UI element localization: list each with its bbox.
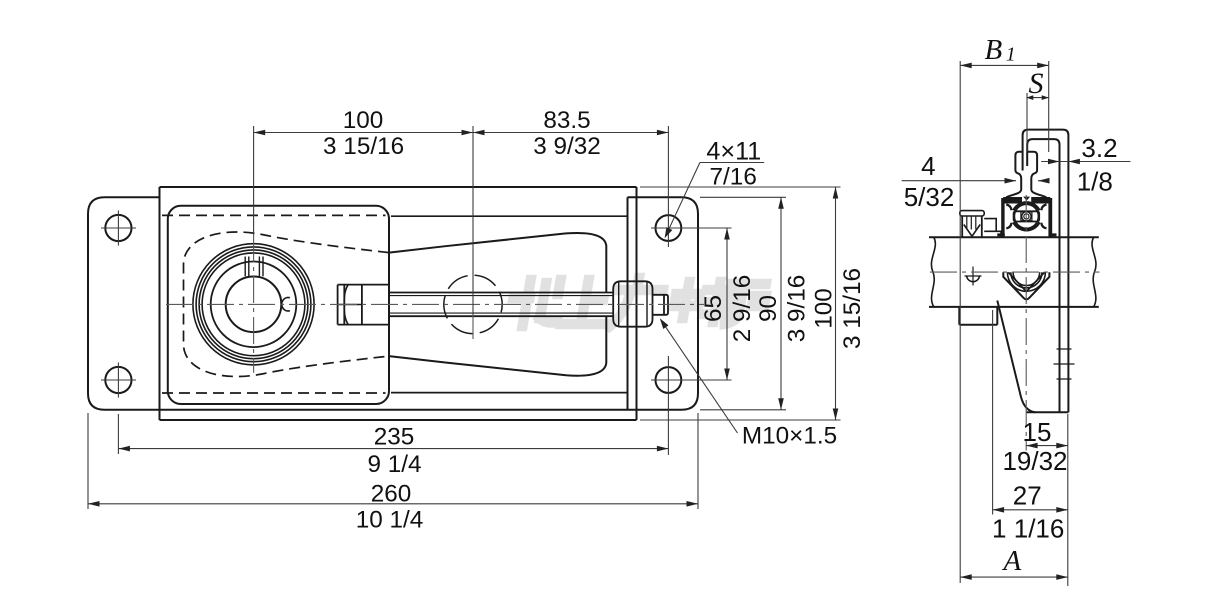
- svg-text:1: 1: [1006, 44, 1016, 66]
- svg-text:4: 4: [921, 151, 935, 181]
- svg-text:9 1/4: 9 1/4: [367, 451, 421, 478]
- svg-text:5/32: 5/32: [904, 182, 955, 212]
- svg-text:7/16: 7/16: [710, 164, 757, 191]
- svg-text:1 1/16: 1 1/16: [992, 514, 1064, 544]
- svg-text:15: 15: [1023, 417, 1052, 447]
- svg-text:100: 100: [343, 107, 384, 134]
- svg-text:65: 65: [700, 295, 727, 322]
- svg-text:4×11: 4×11: [706, 138, 761, 166]
- svg-text:3 9/32: 3 9/32: [533, 133, 601, 160]
- svg-text:3 15/16: 3 15/16: [323, 133, 404, 160]
- svg-text:S: S: [1029, 67, 1044, 100]
- svg-text:100: 100: [811, 288, 838, 329]
- svg-text:3 15/16: 3 15/16: [839, 268, 866, 349]
- svg-text:M10×1.5: M10×1.5: [742, 423, 837, 450]
- svg-text:A: A: [1002, 545, 1022, 577]
- svg-text:10 1/4: 10 1/4: [356, 507, 424, 534]
- svg-text:3.2: 3.2: [1081, 133, 1117, 163]
- svg-text:B: B: [985, 34, 1003, 66]
- svg-text:27: 27: [1013, 481, 1042, 511]
- svg-text:83.5: 83.5: [543, 107, 590, 134]
- svg-text:235: 235: [374, 424, 415, 451]
- svg-text:1/8: 1/8: [1077, 167, 1113, 197]
- svg-text:260: 260: [371, 481, 412, 508]
- svg-text:90: 90: [755, 295, 782, 322]
- svg-text:19/32: 19/32: [1002, 446, 1067, 476]
- svg-text:3 9/16: 3 9/16: [784, 275, 811, 343]
- svg-text:2 9/16: 2 9/16: [729, 275, 756, 343]
